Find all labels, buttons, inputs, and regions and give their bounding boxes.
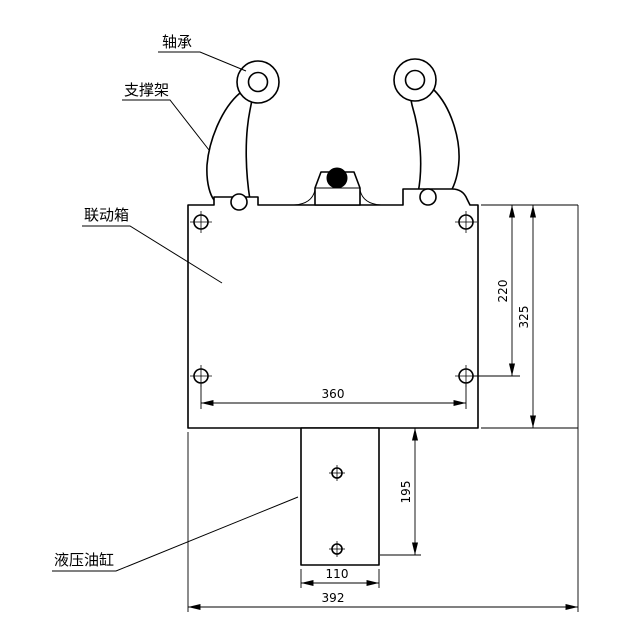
- pivot-hole-right: [419, 188, 437, 206]
- dimension-110-text: 110: [326, 567, 349, 581]
- label-linkage-box: 联动箱: [84, 206, 129, 224]
- label-support-frame: 支撑架: [124, 81, 169, 99]
- pivot-hole-left: [230, 193, 248, 211]
- bolt-hole-bottom-right: [455, 365, 477, 387]
- support-arm-left: [206, 92, 253, 201]
- callout-support-frame: 支撑架: [122, 81, 210, 151]
- dimension-392: 392: [188, 591, 578, 611]
- label-bearing: 轴承: [162, 33, 192, 51]
- leader-support-frame: [122, 99, 210, 151]
- bearing-left: [236, 60, 280, 104]
- dimension-195-text: 195: [399, 481, 413, 504]
- bolt-hole-top-left: [190, 211, 212, 233]
- dimension-220-text: 220: [496, 280, 510, 303]
- callout-linkage-box: 联动箱: [82, 206, 223, 284]
- cylinder-hole-upper: [329, 465, 345, 481]
- callout-bearing: 轴承: [158, 33, 247, 72]
- cylinder-hole-lower: [329, 541, 345, 557]
- mount-fillet-left: [293, 189, 316, 206]
- dimension-195: 195: [399, 428, 419, 555]
- dimension-220: 220: [496, 205, 516, 376]
- dimension-325: 325: [517, 205, 537, 428]
- mount-fillet-right: [359, 189, 382, 206]
- bearing-right-inner-ring: [404, 69, 426, 91]
- dimension-392-text: 392: [322, 591, 345, 605]
- bolt-hole-bottom-left: [190, 365, 212, 387]
- callout-hydraulic-cylinder: 液压油缸: [52, 496, 299, 572]
- leader-hydraulic-cylinder: [52, 496, 299, 572]
- label-hydraulic-cylinder: 液压油缸: [54, 551, 114, 569]
- dimension-360-text: 360: [322, 387, 345, 401]
- dimension-325-text: 325: [517, 306, 531, 329]
- mount-pin: [326, 167, 348, 189]
- bolt-hole-top-right: [455, 211, 477, 233]
- dimension-360: 360: [201, 387, 466, 407]
- hydraulic-cylinder-body: [300, 427, 380, 566]
- dimension-110: 110: [301, 567, 379, 587]
- top-mount: [293, 167, 382, 206]
- support-arm-right: [410, 89, 460, 194]
- bearing-right: [393, 58, 437, 102]
- leader-linkage-box: [82, 225, 223, 284]
- bearing-left-inner-ring: [247, 71, 269, 93]
- leader-bearing: [158, 51, 247, 72]
